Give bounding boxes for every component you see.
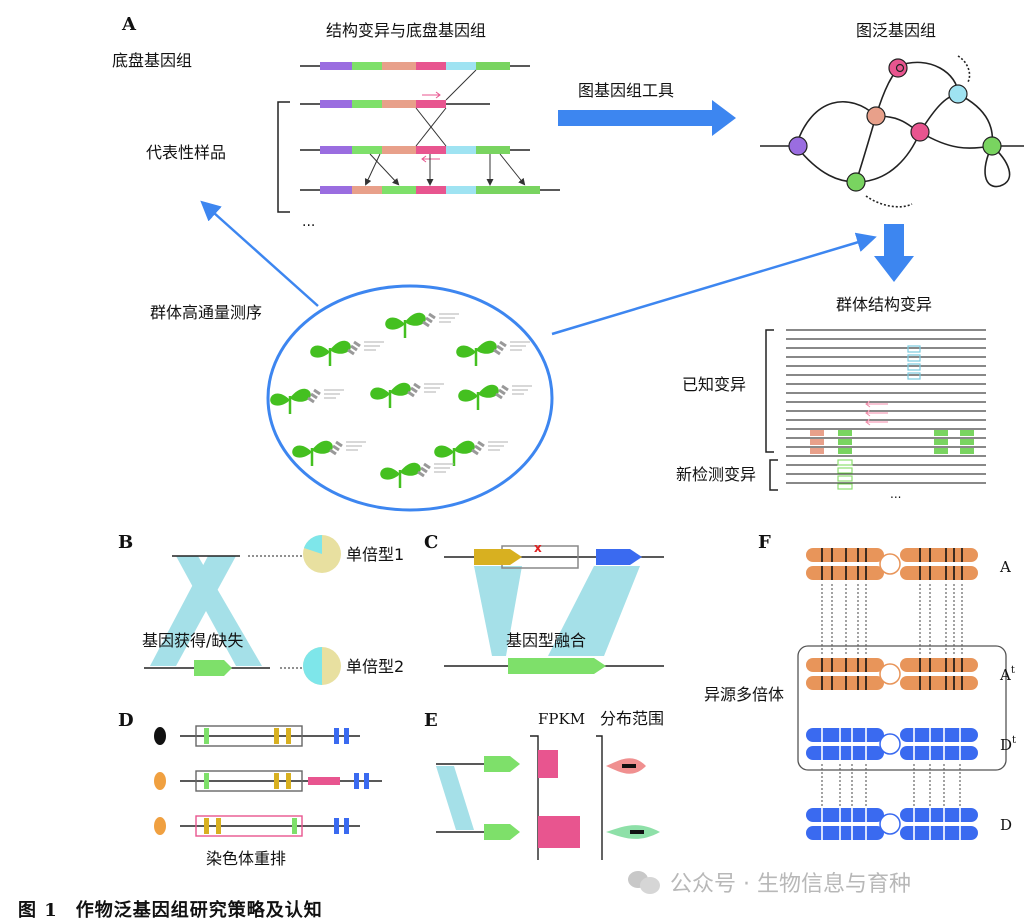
caption-number: 图 1 (18, 900, 58, 921)
down-arrow (874, 224, 914, 282)
seedling-icons (270, 312, 532, 488)
distribution-label: 分布范围 (600, 709, 664, 728)
known-label: 已知变异 (682, 375, 746, 394)
panel-label-e: E (424, 710, 438, 731)
seedling-icon (370, 382, 444, 408)
graph-tool-arrow (558, 100, 736, 136)
panel-d-rearrangement (154, 725, 382, 837)
watermark: 公众号 · 生物信息与育种 (628, 866, 911, 898)
samples-ellipsis: ... (302, 214, 315, 230)
panel-c-fusion: x (444, 541, 664, 674)
haplotype1-label: 单倍型1 (346, 545, 404, 564)
panel-label-a: A (121, 14, 137, 35)
chromosome-pair (806, 808, 978, 840)
seedling-icon (270, 388, 344, 414)
seq-label: 群体高通量测序 (150, 303, 262, 322)
panel-e-expression (436, 735, 660, 860)
sv-dots: ... (890, 487, 901, 501)
seedling-icon (385, 312, 459, 338)
allopolyploid-box (797, 645, 1007, 771)
watermark-text: 公众号 · 生物信息与育种 (670, 872, 911, 897)
panel-label-d: D (118, 710, 134, 731)
figure-caption: 图 1 作物泛基因组研究策略及认知 (18, 896, 323, 922)
fusion-label: 基因型融合 (506, 631, 586, 650)
seedling-icon (458, 384, 532, 410)
subgenome-a-label: A (999, 558, 1011, 576)
panel-label-b: B (118, 532, 133, 553)
panel-label-f: F (758, 532, 771, 553)
seedling-icon (310, 340, 384, 366)
chromosomes (806, 548, 978, 840)
genome-tracks (300, 62, 560, 194)
seedling-icon (456, 340, 530, 366)
ref-genome-label: 底盘基因组 (112, 51, 192, 70)
wechat-icon (628, 869, 662, 895)
chromosome-pair (806, 548, 978, 580)
arrow-to-graph (551, 232, 877, 336)
sv-title: 结构变异与底盘基因组 (326, 21, 486, 40)
samples-bracket (277, 101, 290, 213)
haplotype2-label: 单倍型2 (346, 657, 404, 676)
population-ellipse (266, 284, 554, 512)
allopolyploid-label: 异源多倍体 (704, 685, 784, 704)
known-bracket (765, 329, 774, 453)
fpkm-label: FPKM (538, 710, 585, 728)
chromosome-pair (806, 658, 978, 690)
novel-bracket (769, 459, 778, 491)
panel-b-synteny (144, 535, 341, 685)
rearrangement-label: 染色体重排 (206, 849, 286, 868)
sv-lines (786, 329, 986, 490)
subgenome-at-label: At (999, 665, 1015, 684)
pan-graph-title: 图泛基因组 (856, 21, 936, 40)
caption-text: 作物泛基因组研究策略及认知 (75, 900, 323, 921)
svg-text:x: x (534, 541, 542, 555)
panel-label-c: C (424, 532, 438, 553)
subgenome-d-label: D (1000, 816, 1012, 834)
arrow-to-ref (200, 200, 319, 307)
graph-tool-label: 图基因组工具 (578, 81, 674, 100)
pan-graph (760, 55, 1024, 208)
gain-loss-label: 基因获得/缺失 (142, 631, 243, 650)
novel-label: 新检测变异 (676, 465, 756, 484)
seedling-icon (292, 440, 366, 466)
seedling-icon (380, 462, 454, 488)
samples-label: 代表性样品 (146, 143, 226, 162)
chromosome-pair (806, 728, 978, 760)
seedling-icon (434, 440, 508, 466)
subgenome-dt-label: Dt (1000, 735, 1016, 754)
pop-sv-title: 群体结构变异 (836, 295, 932, 314)
pan-graph-nodes (788, 58, 1002, 192)
